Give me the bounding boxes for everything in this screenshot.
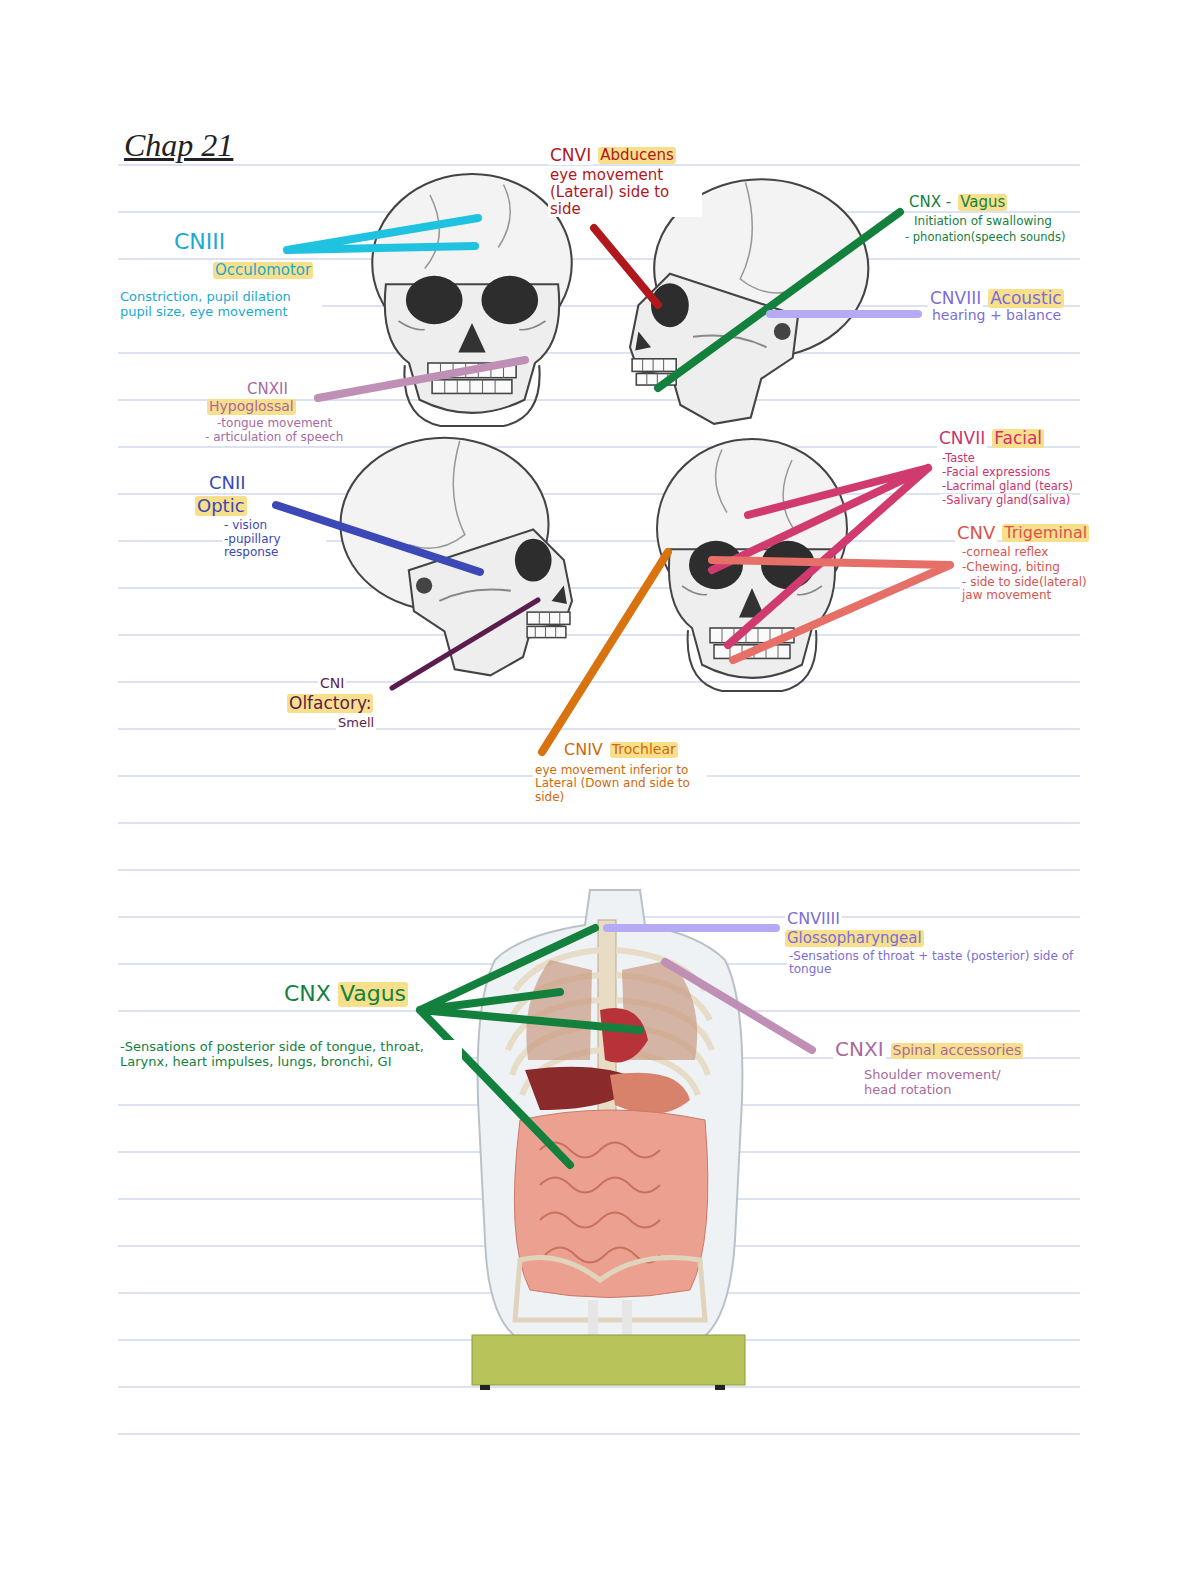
nerve-name: Occulomotor <box>213 262 313 279</box>
nerve-note: - side to side(lateral) jaw movement <box>960 576 1104 603</box>
nerve-note: CNVII <box>937 429 987 448</box>
nerve-note: -tongue movement <box>215 417 334 430</box>
nerve-note: -Taste <box>940 452 977 465</box>
nerve-note: Shoulder movement/ head rotation <box>862 1068 1016 1097</box>
nerve-name: Abducens <box>598 147 676 164</box>
nerve-name: Olfactory: <box>287 694 373 713</box>
nerve-name: Glossopharyngeal <box>785 930 924 947</box>
nerve-name: Trochlear <box>610 742 678 758</box>
nerve-name: Vagus <box>958 194 1007 211</box>
nerve-note: CNXI <box>833 1038 886 1060</box>
nerve-note: CNX <box>282 982 333 1007</box>
nerve-note: -Sensations of posterior side of tongue,… <box>118 1040 462 1069</box>
nerve-name: Acoustic <box>988 289 1063 308</box>
nerve-note: CNIII <box>172 230 227 255</box>
nerve-note: CNIV <box>562 741 605 759</box>
skull-drawings <box>340 174 868 691</box>
nerve-note: CNVIIII <box>785 910 842 928</box>
nerve-name: Spinal accessories <box>891 1043 1024 1059</box>
nerve-name: Vagus <box>338 982 408 1007</box>
page-title: Chap 21 <box>122 128 235 164</box>
nerve-note: -pupillary response <box>222 533 326 560</box>
nerve-note: - phonation(speech sounds) <box>903 231 1087 244</box>
leader-lines <box>276 212 950 1165</box>
nerve-note: -Lacrimal gland (tears) <box>940 480 1075 493</box>
nerve-note: eye movement inferior to Lateral (Down a… <box>533 764 707 804</box>
nerve-note: -Chewing, biting <box>960 561 1062 574</box>
nerve-note: CNV <box>955 523 997 543</box>
nerve-note: CNII <box>207 473 248 493</box>
nerve-note: Initiation of swallowing <box>912 215 1086 228</box>
nerve-note: CNVIII <box>928 289 983 308</box>
nerve-note: hearing + balance <box>930 308 1063 324</box>
nerve-note: CNVI <box>548 146 593 165</box>
nerve-name: Trigeminal <box>1002 524 1089 542</box>
nerve-note: -Sensations of throat + taste (posterior… <box>787 950 1091 977</box>
nerve-name: Hypoglossal <box>207 399 296 415</box>
nerve-note: - vision <box>222 519 269 532</box>
nerve-note: Constriction, pupil dilation pupil size,… <box>118 290 322 319</box>
nerve-note: CNXII <box>245 381 290 398</box>
nerve-note: eye movement (Lateral) side to side <box>548 167 702 217</box>
nerve-note: -Salivary gland(saliva) <box>940 494 1072 507</box>
nerve-name: Facial <box>992 429 1044 448</box>
nerve-note: -Facial expressions <box>940 466 1052 479</box>
nerve-note: Smell <box>336 716 376 731</box>
nerve-note: CNX - <box>907 194 953 211</box>
ruled-lines <box>118 165 1080 1434</box>
nerve-name: Optic <box>195 496 247 516</box>
nerve-note: -corneal reflex <box>960 546 1050 559</box>
nerve-note: CNI <box>318 676 346 692</box>
nerve-note: - articulation of speech <box>203 431 347 444</box>
